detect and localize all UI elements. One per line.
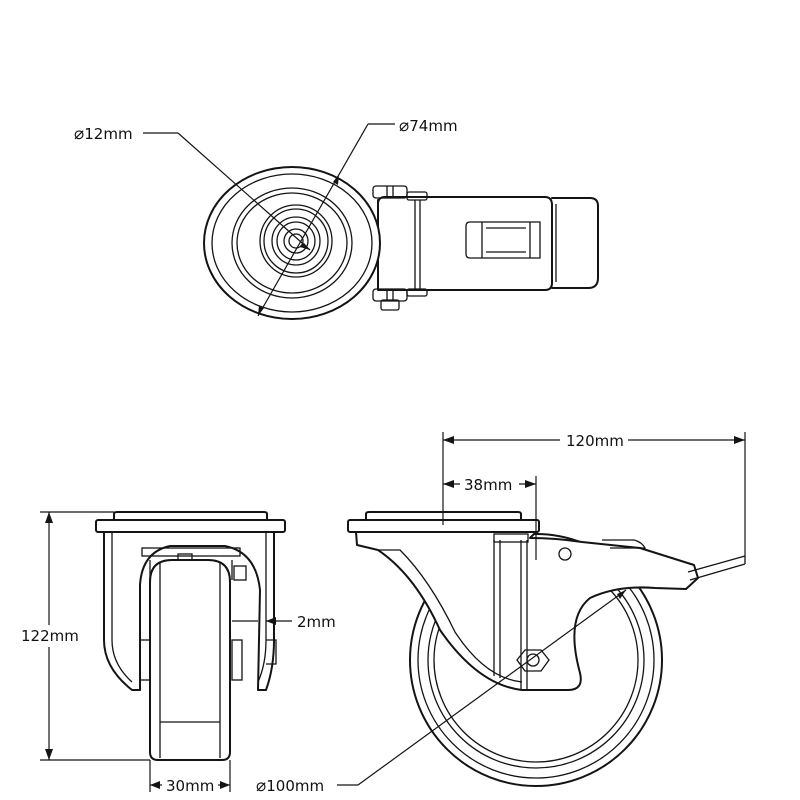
wheel-diameter-dimension: ⌀100mm [256, 589, 627, 796]
wheel-width-label: 30mm [166, 777, 214, 795]
clearance-label: 2mm [297, 613, 336, 631]
diameter-symbol: ⌀ [256, 776, 266, 796]
top-view: ⌀12mm ⌀74mm [74, 116, 599, 320]
diameter-symbol: ⌀ [74, 124, 84, 144]
offset-dimension: 38mm [443, 476, 537, 560]
overall-length-label: 120mm [566, 432, 624, 450]
wheel-top-diameter-value: 74mm [409, 117, 457, 135]
wheel-diameter-value: 100mm [266, 777, 324, 795]
side-view-fork [355, 531, 746, 691]
wheel-width-dimension: 30mm [149, 760, 231, 795]
front-view-wheel [149, 559, 231, 761]
shaft-diameter-label: ⌀12mm [74, 124, 133, 144]
wheel-top-diameter-dimension: ⌀74mm [257, 116, 458, 317]
wheel-diameter-label: ⌀100mm [256, 776, 324, 796]
shaft-diameter-value: 12mm [84, 125, 132, 143]
wheel-top-diameter-label: ⌀74mm [399, 116, 458, 136]
overall-height-label: 122mm [21, 627, 79, 645]
front-view: 122mm 2mm 30mm [21, 511, 336, 795]
top-view-bracket [372, 185, 599, 311]
top-view-wheel [203, 166, 381, 320]
offset-label: 38mm [464, 476, 512, 494]
overall-length-dimension: 120mm [442, 432, 746, 556]
clearance-dimension: 2mm [232, 613, 336, 631]
overall-height-dimension: 122mm [21, 511, 150, 761]
front-view-plate [95, 511, 286, 533]
side-view: 120mm 38mm ⌀100mm [256, 432, 746, 796]
shaft-diameter-dimension: ⌀12mm [74, 124, 311, 251]
diameter-symbol: ⌀ [399, 116, 409, 136]
